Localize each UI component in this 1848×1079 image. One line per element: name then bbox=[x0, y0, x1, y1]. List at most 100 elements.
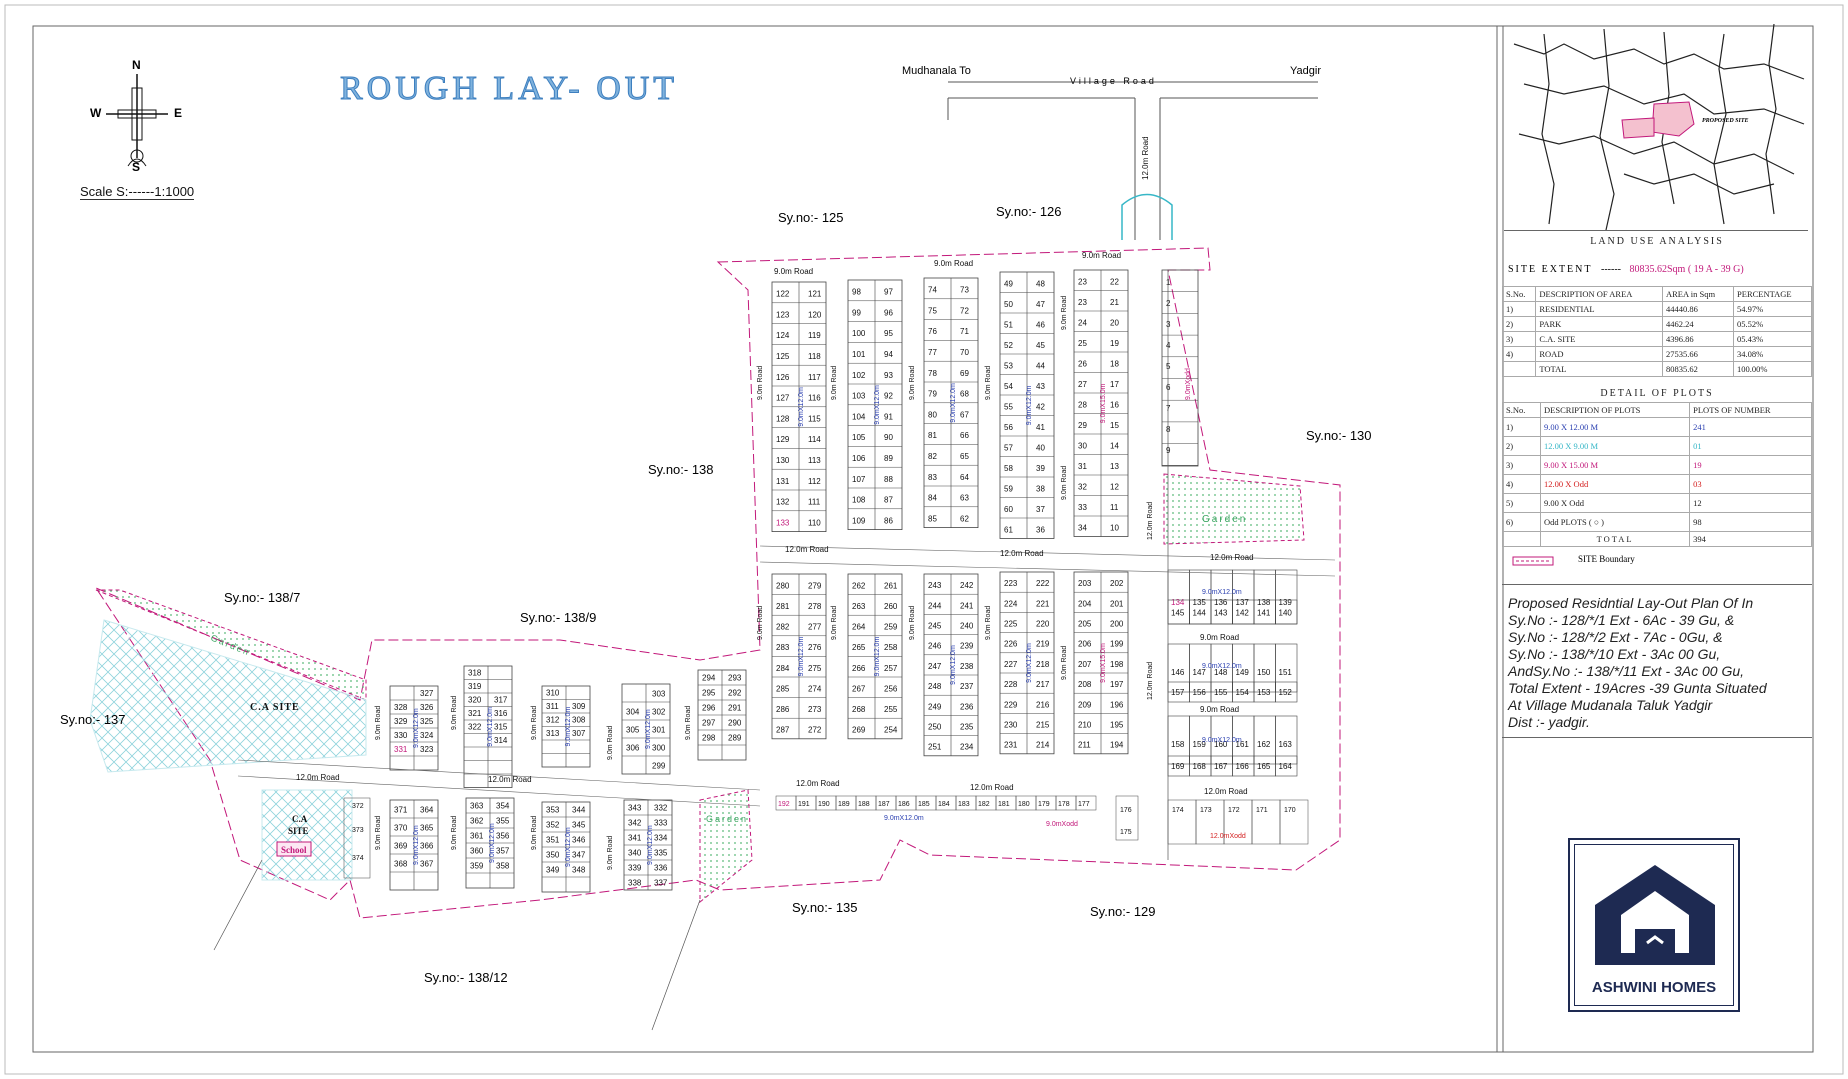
table-cell bbox=[1501, 531, 1542, 547]
plot-number: 182 bbox=[978, 801, 990, 808]
road-label-village-road: Village Road bbox=[1070, 76, 1157, 86]
garden-label: Garden bbox=[706, 814, 748, 824]
road-label: 12.0m Road bbox=[1000, 549, 1044, 558]
plot-number: 23 bbox=[1078, 298, 1087, 307]
plot-dimension: 9.0mX12.0m bbox=[487, 707, 494, 747]
plot-number: 315 bbox=[494, 722, 508, 731]
table-cell: 4) bbox=[1501, 474, 1542, 494]
plot-number: 201 bbox=[1110, 599, 1124, 608]
plot-number: 131 bbox=[776, 477, 790, 486]
plot-dimension: 9.0mX12.0m bbox=[1202, 663, 1242, 670]
plot-number: 117 bbox=[808, 373, 821, 382]
road-label: 12.0m Road bbox=[1210, 553, 1254, 562]
plot-number: 250 bbox=[928, 723, 942, 732]
logo-text: ASHWINI HOMES bbox=[1591, 979, 1717, 996]
plot-number: 24 bbox=[1078, 318, 1087, 327]
table-cell: 80835.62 bbox=[1661, 361, 1735, 377]
road-label: 9.0m Road bbox=[1200, 633, 1239, 642]
plot-number: 85 bbox=[928, 514, 937, 523]
plot-number: 125 bbox=[776, 352, 790, 361]
plot-number: 279 bbox=[808, 581, 822, 590]
plot-dimension: 9.0mX12.0m bbox=[798, 637, 805, 677]
plot-number: 363 bbox=[470, 802, 484, 811]
plot-number: 348 bbox=[572, 866, 586, 875]
plot-number: 294 bbox=[702, 674, 716, 683]
plot-number: 337 bbox=[654, 879, 668, 888]
plot-number: 228 bbox=[1004, 680, 1018, 689]
table-cell: 98 bbox=[1689, 512, 1812, 532]
plot-number: 354 bbox=[496, 802, 510, 811]
plot-number: 272 bbox=[808, 726, 822, 735]
plot-number: 333 bbox=[654, 819, 668, 828]
plot-number: 340 bbox=[628, 849, 642, 858]
plot-number: 295 bbox=[702, 689, 716, 698]
plot-number: 19 bbox=[1110, 339, 1119, 348]
road-label: 9.0m Road bbox=[909, 606, 916, 640]
plot-number: 210 bbox=[1078, 721, 1092, 730]
plot-number: 368 bbox=[394, 860, 408, 869]
plot-number: 222 bbox=[1036, 579, 1050, 588]
plot-number: 362 bbox=[470, 817, 484, 826]
plot-number: 102 bbox=[852, 371, 866, 380]
plot-number: 196 bbox=[1110, 700, 1124, 709]
gate-arch bbox=[1121, 193, 1173, 240]
plot-number: 82 bbox=[928, 452, 937, 461]
plot-number: 174 bbox=[1172, 807, 1184, 814]
plot-number: 307 bbox=[572, 729, 586, 738]
plot-dimension: 9.0mX12.0m bbox=[1026, 385, 1033, 425]
plot-number: 115 bbox=[808, 414, 821, 423]
plot-number: 283 bbox=[776, 643, 790, 652]
land-use-header: S.No. bbox=[1501, 286, 1537, 302]
plot-number: 156 bbox=[1193, 688, 1207, 697]
plot-number: 341 bbox=[628, 834, 642, 843]
key-plan-label: PROPOSED SITE bbox=[1702, 118, 1749, 124]
plot-number: 266 bbox=[852, 664, 866, 673]
plots-total-label: TOTAL bbox=[1540, 531, 1691, 547]
plot-number: 20 bbox=[1110, 318, 1119, 327]
table-cell: 4462.24 bbox=[1661, 316, 1735, 332]
plot-number: 34 bbox=[1078, 523, 1087, 532]
plot-number: 164 bbox=[1279, 762, 1293, 771]
plot-number: 39 bbox=[1036, 464, 1045, 473]
plot-number: 329 bbox=[394, 717, 408, 726]
plot-number: 302 bbox=[652, 708, 666, 717]
survey-label-sy137: Sy.no:- 137 bbox=[60, 712, 126, 727]
plot-number: 81 bbox=[928, 431, 937, 440]
plot-number: 347 bbox=[572, 851, 586, 860]
plot-number: 63 bbox=[960, 494, 969, 503]
table-cell: 12 bbox=[1689, 493, 1812, 513]
table-cell: 05.43% bbox=[1733, 331, 1812, 347]
plots-header: PLOTS OF NUMBER bbox=[1689, 402, 1812, 418]
boundary-legend-icon bbox=[1512, 556, 1554, 566]
site-extent-value: 80835.62Sqm ( 19 A - 39 G) bbox=[1629, 264, 1744, 275]
site-label: SITE bbox=[288, 826, 309, 836]
road-label: 9.0m Road bbox=[607, 836, 614, 870]
road-label: 9.0m Road bbox=[985, 366, 992, 400]
road-label: 9.0m Road bbox=[1200, 705, 1239, 714]
plot-number: 38 bbox=[1036, 484, 1045, 493]
plot-number: 144 bbox=[1193, 609, 1207, 618]
plot-number: 69 bbox=[960, 369, 969, 378]
road-label: 9.0m Road bbox=[757, 606, 764, 640]
plot-number: 312 bbox=[546, 715, 560, 724]
company-logo: ASHWINI HOMES bbox=[1568, 838, 1740, 1012]
plot-number: 121 bbox=[808, 290, 822, 299]
plot-number: 40 bbox=[1036, 443, 1045, 452]
plot-number: 255 bbox=[884, 705, 898, 714]
description-box: Proposed Residntial Lay-Out Plan Of In S… bbox=[1502, 584, 1812, 738]
plot-number: 77 bbox=[928, 348, 937, 357]
plot-number: 371 bbox=[394, 806, 408, 815]
plot-number: 207 bbox=[1078, 660, 1092, 669]
plot-number: 15 bbox=[1110, 421, 1119, 430]
table-cell: 2) bbox=[1501, 436, 1542, 456]
plot-number: 355 bbox=[496, 817, 510, 826]
plot-number: 12 bbox=[1110, 482, 1119, 491]
plot-number: 75 bbox=[928, 306, 937, 315]
plot-number: 265 bbox=[852, 643, 866, 652]
plot-number: 330 bbox=[394, 731, 408, 740]
plot-number: 114 bbox=[808, 435, 821, 444]
plot-number: 100 bbox=[852, 329, 866, 338]
info-panel: PROPOSED SITE LAND USE ANALYSIS SITE EXT… bbox=[1501, 24, 1812, 1054]
road-label: 9.0m Road bbox=[1061, 466, 1068, 500]
